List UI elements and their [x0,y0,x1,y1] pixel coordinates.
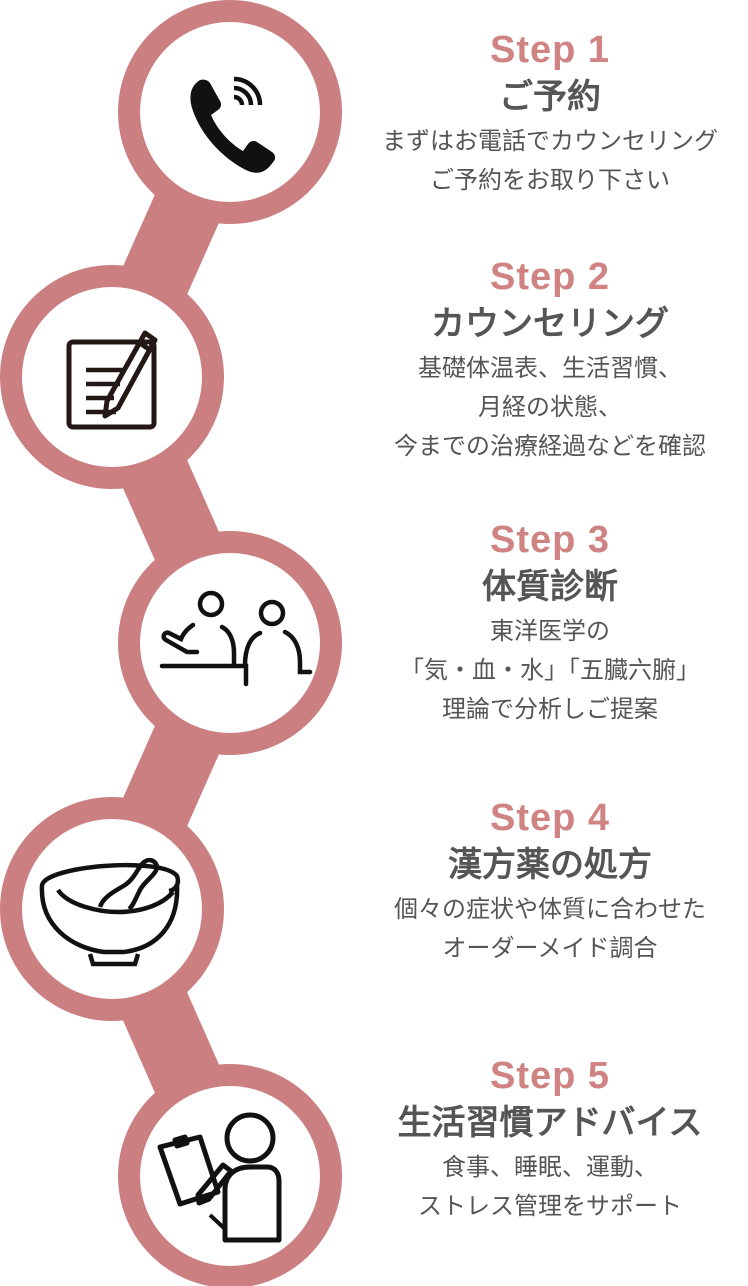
step-4: Step 4 漢方薬の処方 個々の症状や体質に合わせた オーダーメイド調合 [345,796,748,968]
step-5: Step 5 生活習慣アドバイス 食事、睡眠、運動、 ストレス管理をサポート [345,1054,748,1226]
step-description-line: 個々の症状や体質に合わせた [394,895,706,923]
step-2: Step 2 カウンセリング 基礎体温表、生活習慣、 月経の状態、 今までの治療… [345,255,748,466]
step-label: Step 1 [489,29,611,71]
step-description-line: 東洋医学の [490,617,610,645]
step-title: 体質診断 [482,567,618,607]
step-2-circle [22,287,202,467]
step-3: Step 3 体質診断 東洋医学の 「気・血・水」「五臓六腑」 理論で分析しご提… [345,518,748,729]
step-title: ご予約 [499,77,601,117]
step-description-line: 理論で分析しご提案 [442,695,658,723]
clipboard-person-icon [157,1112,282,1243]
step-1: Step 1 ご予約 まずはお電話でカウンセリング ご予約をお取り下さい [345,28,748,200]
step-description-line: ストレス管理をサポート [418,1192,682,1220]
step-label: Step 3 [489,519,611,561]
phone-icon [190,76,276,173]
step-title: 生活習慣アドバイス [397,1103,703,1143]
step-1-circle [140,22,320,202]
step-description-line: 月経の状態、 [478,393,622,421]
mortar-pestle-icon [39,857,181,967]
notepad-pencil-icon [66,330,158,430]
step-description-line: オーダーメイド調合 [442,934,658,962]
step-description-line: 今までの治療経過などを確認 [394,432,706,460]
step-label: Step 2 [489,256,611,298]
step-label: Step 5 [489,1055,611,1097]
consultation-icon [159,590,313,687]
step-description-line: 食事、睡眠、運動、 [442,1153,658,1181]
step-description-line: まずはお電話でカウンセリング [382,127,718,155]
step-description-line: ご予約をお取り下さい [430,166,670,194]
step-title: 漢方薬の処方 [448,845,652,885]
step-title: カウンセリング [431,304,669,344]
step-description-line: 「気・血・水」「五臓六腑」 [400,656,700,684]
step-3-circle [140,553,320,733]
step-label: Step 4 [489,797,611,839]
step-description-line: 基礎体温表、生活習慣、 [418,354,682,382]
